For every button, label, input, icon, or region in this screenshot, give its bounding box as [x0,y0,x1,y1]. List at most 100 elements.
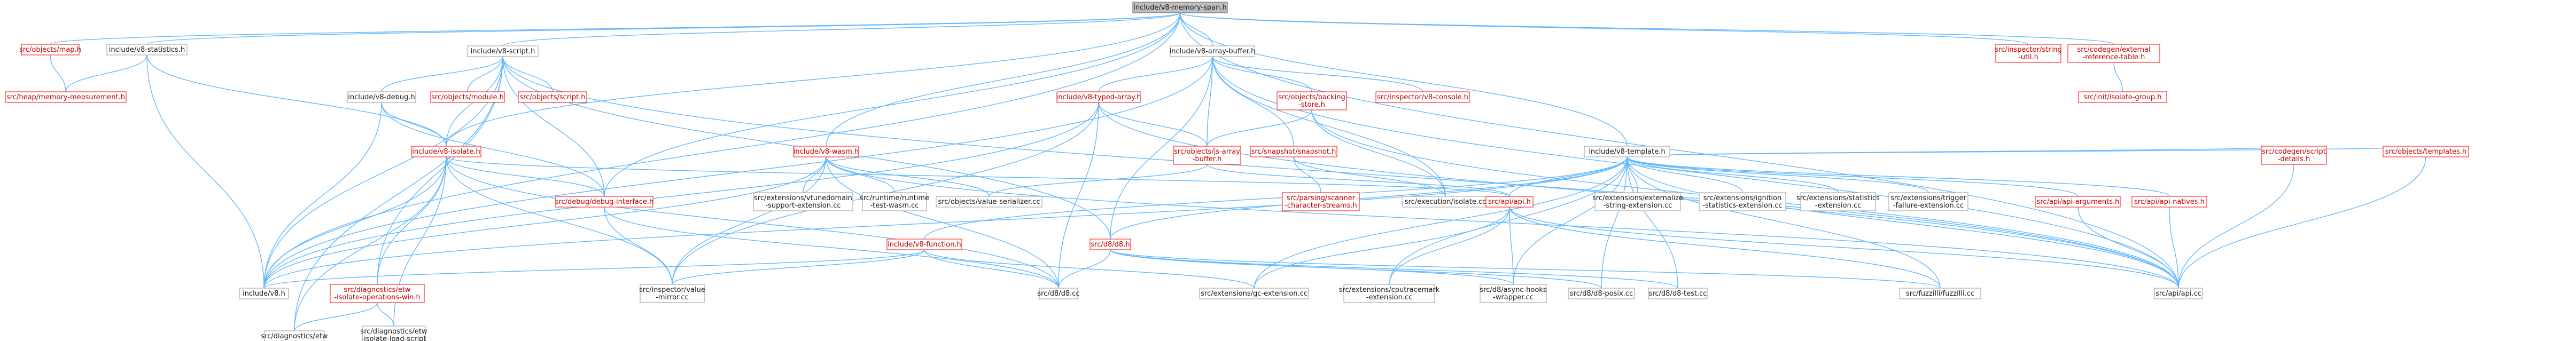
file-node-label: -buffer.h [1193,155,1222,163]
file-node-box [430,91,505,103]
file-node-label: src/api/api-natives.h [2134,198,2205,206]
file-node-label: -extension.cc [1366,294,1413,302]
file-node-label: src/heap/memory-measurement.h [6,93,125,101]
edge-template-to-apicc [1626,156,2179,289]
file-node-valueser[interactable]: src/objects/value-serializer.cc [936,196,1042,208]
file-node-label: src/extensions/gc-extension.cc [1201,290,1308,298]
file-node-template[interactable]: include/v8-template.h [1584,146,1670,157]
file-node-label: src/d8/d8.cc [1037,290,1079,298]
file-node-scanner[interactable]: src/parsing/scanner-character-streams.h [1282,192,1360,211]
file-node-apiargs[interactable]: src/api/api-arguments.h [2035,196,2121,208]
file-node-d8h[interactable]: src/d8/d8.h [1089,239,1131,250]
edge-abuf-to-d8h [1110,56,1213,240]
file-node-debug[interactable]: include/v8-debug.h [347,91,416,103]
file-nodes: include/v8-memory-span.hsrc/objects/map.… [5,2,2469,341]
edge-stats-to-heapmem [65,54,147,92]
file-node-box [1699,192,1786,211]
file-node-map[interactable]: src/objects/map.h [19,44,81,55]
file-node-fuzzilli[interactable]: src/fuzzilli/fuzzilli.cc [1899,288,1981,299]
file-node-etwjit[interactable]: src/diagnostics/etw-jit-win.cc [261,330,328,341]
file-node-inspval[interactable]: src/inspector/value-mirror.cc [639,284,705,303]
file-node-box [640,284,705,303]
file-node-extstat[interactable]: src/extensions/statistics-extension.cc [1796,192,1880,211]
file-node-box [106,44,188,55]
file-node-isolate[interactable]: include/v8-isolate.h [411,146,481,157]
file-node-apicc[interactable]: src/api/api.cc [2154,288,2203,299]
file-node-extgc[interactable]: src/extensions/gc-extension.cc [1199,288,1309,299]
edge-script-to-etwiso [377,56,503,285]
file-node-extext[interactable]: src/extensions/externalize-string-extens… [1592,192,1683,211]
file-node-cputrace[interactable]: src/extensions/cputracemark-extension.cc [1339,284,1440,303]
file-node-d8cc[interactable]: src/d8/d8.cc [1037,288,1080,299]
file-node-label: src/codegen/script [2262,148,2326,156]
file-node-extign[interactable]: src/extensions/ignition-statistics-exten… [1699,192,1786,211]
file-node-asynchooks[interactable]: src/d8/async-hooks-wrapper.cc [1480,284,1547,303]
file-node-apinat[interactable]: src/api/api-natives.h [2131,196,2207,208]
file-node-label: include/v8.h [243,290,285,298]
edge-isolate-to-etwjit [294,156,447,331]
file-node-codegenext[interactable]: src/codegen/external-reference-table.h [2067,44,2160,63]
file-node-objscript[interactable]: src/objects/script.h [518,91,587,103]
file-node-stats[interactable]: include/v8-statistics.h [106,44,188,55]
file-node-box [862,192,927,211]
file-node-jsarray[interactable]: src/objects/js-array-buffer.h [1173,146,1241,165]
file-node-typed[interactable]: include/v8-typed-array.h [1056,91,1141,103]
edge-root-to-isolate [446,12,1181,147]
file-node-inspstr[interactable]: src/inspector/string-util.h [1995,44,2062,63]
file-node-etwiso[interactable]: src/diagnostics/etw-isolate-operations-w… [330,284,425,303]
edge-etwiso-to-etwload [377,302,394,327]
file-node-label: src/objects/map.h [19,46,81,54]
edge-apih-to-extgc [1254,207,1510,289]
file-node-box [347,91,416,103]
edge-abuf-to-v8h [263,56,1213,289]
file-node-label: -string-extension.cc [1604,202,1672,210]
file-node-inspcon[interactable]: src/inspector/v8-console.h [1375,91,1470,103]
file-node-box [1480,284,1547,303]
file-node-label: src/codegen/external [2077,46,2150,54]
file-node-v8h[interactable]: include/v8.h [239,288,289,299]
file-node-vtune[interactable]: src/extensions/vtunedomain-support-exten… [753,192,853,211]
edge-d8h-to-d8posix [1110,249,1602,289]
edge-map-to-heapmem [50,54,66,92]
file-node-snapshot[interactable]: src/snapshot/snapshot.h [1250,146,1337,157]
file-node-box [1375,91,1470,103]
edge-template-to-apinat [1626,156,2170,197]
file-node-execiso[interactable]: src/execution/isolate.cc [1402,196,1489,208]
file-node-label: -isolate-load-script [361,335,426,341]
file-node-etwload[interactable]: src/diagnostics/etw-isolate-load-script-… [360,326,427,341]
file-node-label: src/d8/async-hooks [1480,286,1546,294]
file-node-apih[interactable]: src/api/api.h [1485,196,1534,208]
file-node-label: src/d8/d8.h [1091,241,1130,249]
file-node-func[interactable]: include/v8-function.h [886,239,962,250]
file-node-label: -reference-table.h [2083,53,2145,61]
file-node-heapmem[interactable]: src/heap/memory-measurement.h [5,91,127,103]
file-node-wasm[interactable]: include/v8-wasm.h [793,146,859,157]
file-node-d8test[interactable]: src/d8/d8-test.cc [1648,288,1708,299]
file-node-isogroup[interactable]: src/init/isolate-group.h [2078,91,2167,103]
file-node-box [1594,192,1681,211]
file-node-runtimewasm[interactable]: src/runtime/runtime-test-wasm.cc [860,192,929,211]
file-node-label: include/v8-array-buffer.h [1170,47,1256,55]
file-node-exttrig[interactable]: src/extensions/trigger-failure-extension… [1888,192,1968,211]
edge-debug-to-debugiface [381,102,605,197]
edge-jsarray-to-apih [1207,164,1510,197]
file-node-objtemplates[interactable]: src/objects/templates.h [2383,146,2469,157]
file-node-label: src/init/isolate-group.h [2083,93,2161,101]
edge-wasm-to-inspval [672,156,827,285]
file-node-backing[interactable]: src/objects/backing-store.h [1277,91,1347,110]
file-node-abuf[interactable]: include/v8-array-buffer.h [1170,45,1256,57]
edge-func-to-extgc [924,249,1255,289]
edge-script-to-objscript [502,56,553,92]
edge-root-to-script [502,12,1181,46]
file-node-debugiface[interactable]: src/debug/debug-interface.h [555,196,654,208]
file-node-module[interactable]: src/objects/module.h [430,91,505,103]
file-node-box [2078,91,2167,103]
file-node-box [1277,91,1347,110]
file-node-codegenscript[interactable]: src/codegen/script-details.h [2261,146,2327,165]
file-node-label: include/v8-debug.h [348,93,415,101]
edge-script-to-debugiface [502,56,605,197]
file-node-script[interactable]: include/v8-script.h [467,45,539,57]
file-node-d8posix[interactable]: src/d8/d8-posix.cc [1568,288,1635,299]
file-node-box [2067,44,2160,63]
edge-template-to-apiargs [1626,156,2079,197]
